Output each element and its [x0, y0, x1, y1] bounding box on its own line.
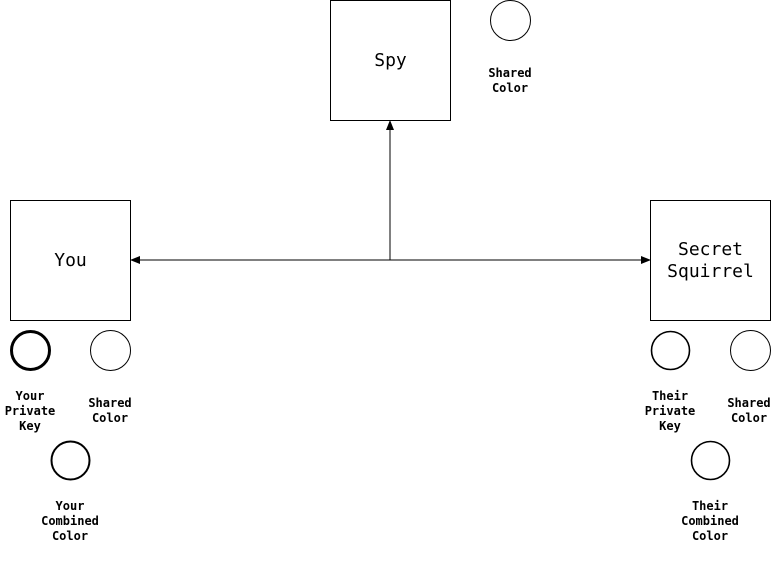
- secret-squirrel-box: [650, 200, 771, 321]
- your-combined-color: Your Combined Color: [41, 440, 99, 543]
- your-private-key: Your Private Key: [5, 330, 56, 433]
- their-private-key: Their Private Key: [645, 330, 696, 433]
- their-private-key-label-line-1: Their: [652, 389, 688, 403]
- your-shared-color-circle: [90, 330, 131, 371]
- spy-label: Spy: [374, 50, 407, 71]
- their-shared-color-label-line-2: Color: [731, 411, 767, 425]
- their-private-key-label-line-2: Private: [645, 404, 696, 418]
- node-you: You: [10, 200, 131, 321]
- their-shared-color: Shared Color: [727, 330, 771, 425]
- you-label: You: [54, 250, 87, 271]
- your-shared-color-label-line-1: Shared: [88, 396, 131, 410]
- your-shared-color: Shared Color: [88, 330, 132, 425]
- node-spy: Spy: [330, 0, 451, 121]
- their-combined-color-label-line-1: Their: [692, 499, 728, 513]
- their-combined-color: Their Combined Color: [681, 440, 739, 543]
- their-combined-color-circle: [690, 440, 731, 481]
- your-combined-color-label-line-2: Combined: [41, 514, 99, 528]
- your-combined-color-label-line-1: Your: [56, 499, 85, 513]
- your-private-key-label-line-3: Key: [19, 419, 41, 433]
- your-private-key-label-line-1: Your: [16, 389, 45, 403]
- spy-shared-color-label-line-2: Color: [492, 81, 528, 95]
- spy-box: [330, 0, 451, 121]
- spy-shared-color-circle: [490, 0, 531, 41]
- you-box: [10, 200, 131, 321]
- their-private-key-label-line-3: Key: [659, 419, 681, 433]
- their-private-key-circle: [650, 330, 691, 371]
- spy-shared-color: Shared Color: [488, 0, 532, 95]
- their-shared-color-circle: [730, 330, 771, 371]
- your-combined-color-circle: [50, 440, 91, 481]
- their-combined-color-label-line-3: Color: [692, 529, 728, 543]
- their-shared-color-label-line-1: Shared: [727, 396, 770, 410]
- secret-squirrel-label-line-2: Squirrel: [667, 261, 754, 282]
- your-private-key-circle: [10, 330, 51, 371]
- node-secret-squirrel: Secret Squirrel: [650, 200, 771, 321]
- your-combined-color-label-line-3: Color: [52, 529, 88, 543]
- your-private-key-label-line-2: Private: [5, 404, 56, 418]
- their-combined-color-label-line-2: Combined: [681, 514, 739, 528]
- spy-shared-color-label-line-1: Shared: [488, 66, 531, 80]
- your-shared-color-label-line-2: Color: [92, 411, 128, 425]
- secret-squirrel-label-line-1: Secret: [678, 239, 743, 260]
- edges: [130, 120, 651, 264]
